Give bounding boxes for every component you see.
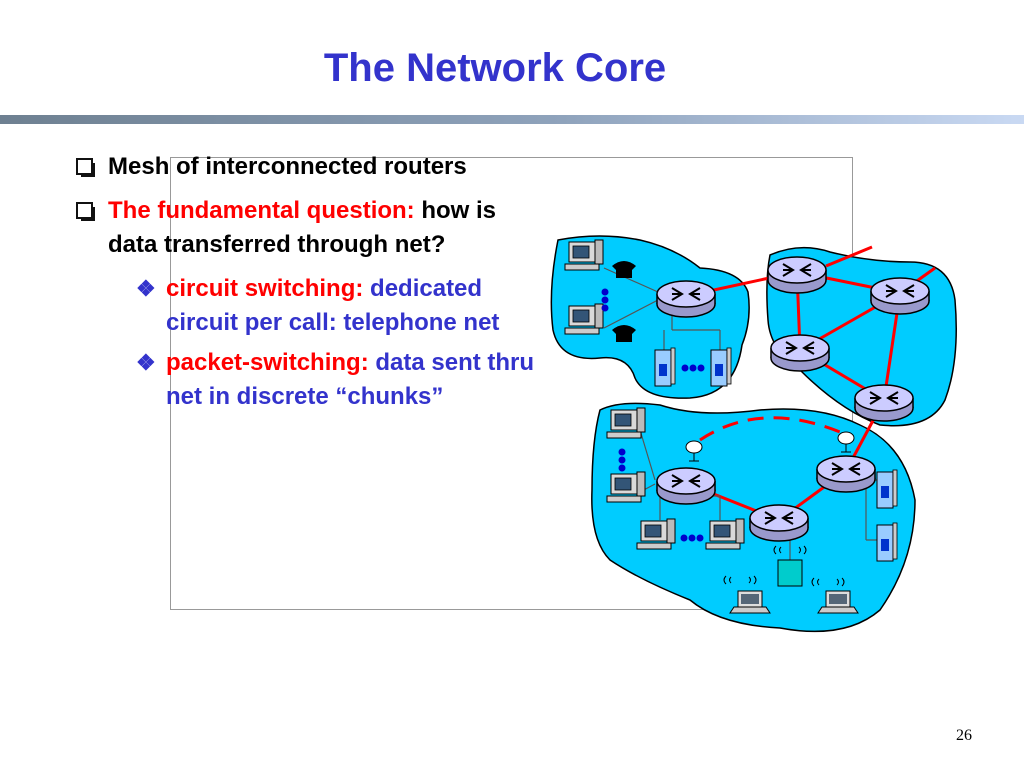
- bullet-mesh: Mesh of interconnected routers: [70, 150, 540, 184]
- checkbox-bullet-icon: [76, 158, 95, 177]
- router-icon: [767, 256, 827, 294]
- server-icon: [876, 469, 898, 509]
- router-icon: [656, 467, 716, 505]
- sub-bullet-circuit-lead: circuit switching:: [166, 275, 364, 302]
- bullet-list: Mesh of interconnected routers The funda…: [70, 150, 540, 420]
- title-divider: [0, 115, 1024, 124]
- slide-title: The Network Core: [323, 46, 667, 90]
- sub-bullet-packet-rest: data sent thru net in discrete “chunks”: [166, 349, 535, 410]
- router-icon: [816, 455, 876, 493]
- host-computer-icon: [636, 518, 676, 550]
- ellipsis-dots: [601, 288, 705, 542]
- sub-bullet-circuit-rest: dedicated circuit per call: telephone ne…: [166, 275, 500, 336]
- sub-bullet-circuit-switching: ❖ circuit switching: dedicated circuit p…: [70, 272, 540, 340]
- bullet-mesh-text: Mesh of interconnected routers: [108, 153, 467, 180]
- base-station-icon: [777, 559, 803, 587]
- router-icon: [770, 334, 830, 372]
- router-icon: [749, 504, 809, 542]
- bullet-question-rest: how is data transferred through net?: [108, 197, 497, 258]
- host-computer-icon: [606, 471, 646, 503]
- page-number: 26: [956, 727, 972, 744]
- diamond-bullet-icon: ❖: [136, 350, 156, 375]
- host-computer-icon: [606, 407, 646, 439]
- checkbox-bullet-icon: [76, 202, 95, 221]
- router-icon: [870, 277, 930, 315]
- diamond-bullet-icon: ❖: [136, 276, 156, 301]
- bullet-question-lead: The fundamental question:: [108, 197, 415, 224]
- sub-bullet-packet-lead: packet-switching:: [166, 349, 369, 376]
- host-computer-icon: [705, 518, 745, 550]
- server-icon: [654, 347, 676, 387]
- server-icon: [710, 347, 732, 387]
- router-icon: [854, 384, 914, 422]
- sub-bullet-packet-switching: ❖ packet-switching: data sent thru net i…: [70, 346, 540, 414]
- host-computer-icon: [564, 239, 604, 271]
- router-icon: [656, 280, 716, 318]
- server-icon: [876, 522, 898, 562]
- bullet-fundamental-question: The fundamental question: how is data tr…: [70, 194, 540, 262]
- host-computer-icon: [564, 303, 604, 335]
